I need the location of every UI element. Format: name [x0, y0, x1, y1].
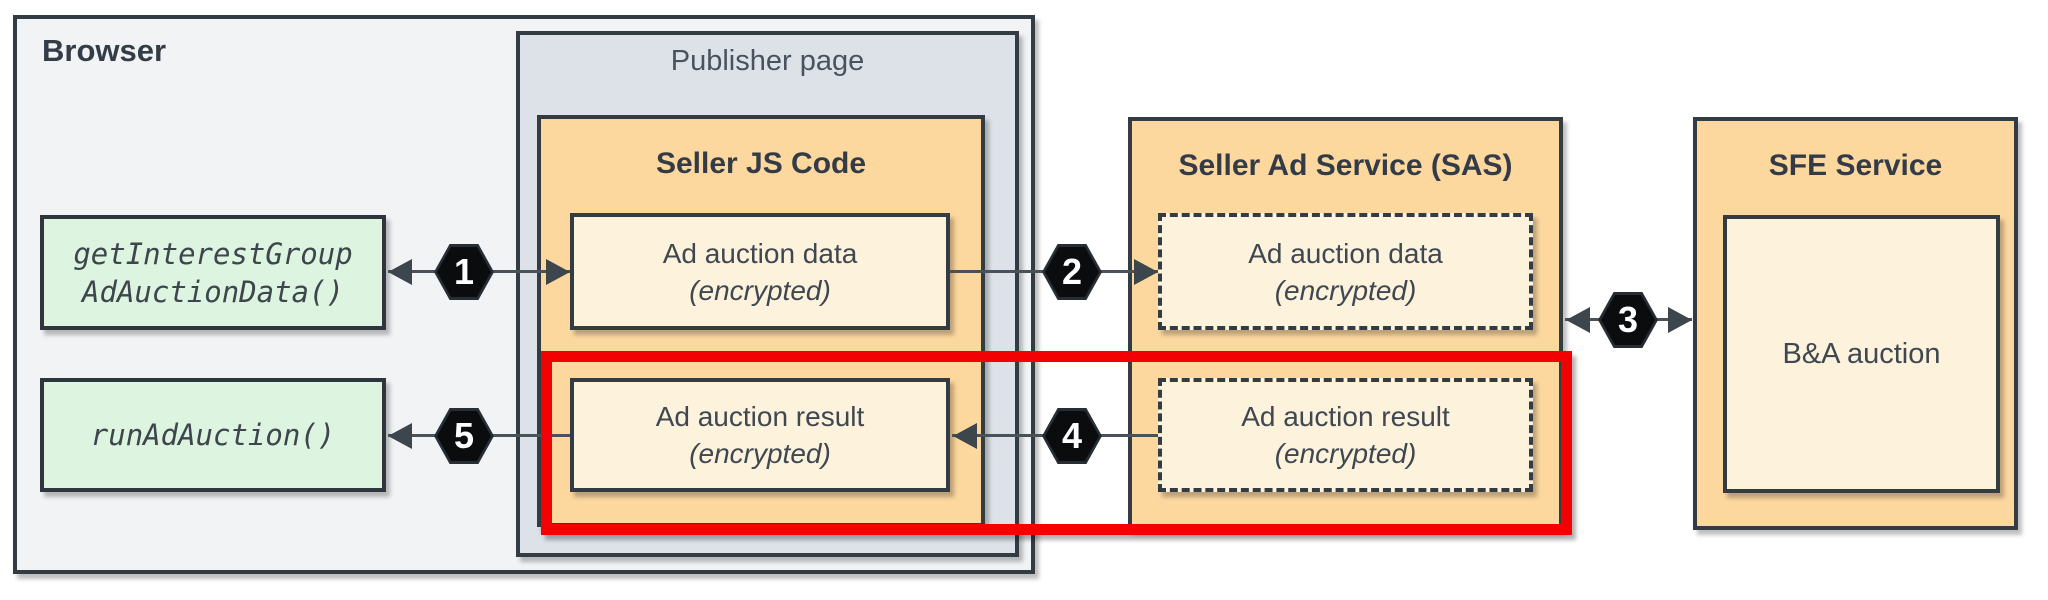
sfe-service-title: SFE Service — [1768, 149, 1943, 182]
arrowhead-left-step5-icon — [388, 423, 412, 449]
sas-ad-auction-result-label: Ad auction result — [1241, 401, 1450, 432]
publisher-page-label: Publisher page — [670, 45, 865, 77]
run-ad-auction-box: runAdAuction() — [40, 378, 386, 492]
get-interest-group-line2: AdAuctionData() — [82, 274, 344, 309]
get-interest-group-box: getInterestGroup AdAuctionData() — [40, 215, 386, 330]
arrowhead-left-step3-icon — [1566, 307, 1590, 333]
sas-ad-auction-result-note: (encrypted) — [1274, 438, 1417, 469]
ba-auction-label: B&A auction — [1782, 337, 1941, 370]
get-interest-group-line1: getInterestGroup — [73, 236, 353, 271]
sas-ad-auction-data-note: (encrypted) — [1274, 274, 1417, 306]
js-ad-auction-data-note: (encrypted) — [689, 274, 831, 306]
ba-auction-box: B&A auction — [1723, 215, 2000, 493]
arrowhead-right-step1-icon — [546, 259, 570, 285]
step-badge-1-number: 1 — [437, 247, 491, 297]
js-ad-auction-data-label: Ad auction data — [662, 237, 858, 269]
seller-js-code-title: Seller JS Code — [655, 147, 867, 180]
result-row-highlight — [541, 351, 1572, 535]
arrowhead-right-step3-icon — [1668, 307, 1692, 333]
arrowhead-right-step2-icon — [1134, 259, 1158, 285]
browser-label: Browser — [42, 33, 167, 68]
step-badge-3: 3 — [1598, 292, 1658, 348]
step-badge-2: 2 — [1042, 244, 1102, 300]
js-ad-auction-result-label: Ad auction result — [655, 401, 865, 432]
sas-ad-auction-result-box: Ad auction result (encrypted) — [1158, 378, 1533, 492]
step-badge-2-number: 2 — [1045, 247, 1099, 297]
sas-ad-auction-data-box: Ad auction data (encrypted) — [1158, 213, 1533, 330]
run-ad-auction-label: runAdAuction() — [90, 418, 336, 452]
seller-ad-service-title: Seller Ad Service (SAS) — [1178, 149, 1513, 182]
arrowhead-left-step4-icon — [953, 423, 977, 449]
step-badge-3-number: 3 — [1601, 295, 1655, 345]
sas-ad-auction-data-label: Ad auction data — [1248, 237, 1443, 269]
arrowhead-left-step1-icon — [388, 259, 412, 285]
js-ad-auction-result-box: Ad auction result (encrypted) — [570, 378, 950, 492]
js-ad-auction-data-box: Ad auction data (encrypted) — [570, 213, 950, 330]
js-ad-auction-result-note: (encrypted) — [689, 438, 831, 469]
step-badge-5-number: 5 — [437, 411, 491, 461]
